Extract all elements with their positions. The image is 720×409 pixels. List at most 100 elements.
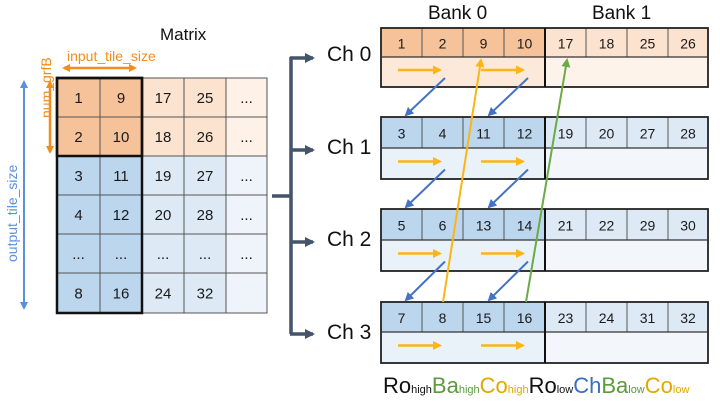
matrix-cell xyxy=(56,233,101,274)
bank-cell-value: 20 xyxy=(599,126,615,142)
channel-0-label: Ch 0 xyxy=(327,43,372,66)
bank-cell-value: 10 xyxy=(517,36,533,52)
bank-cell-value: 30 xyxy=(680,218,696,234)
matrix-cell-value: 3 xyxy=(74,168,82,185)
addr-part-bank-high: Bahigh xyxy=(431,373,480,398)
bank-cell-value: 8 xyxy=(439,310,447,326)
bank-cell xyxy=(626,116,669,149)
matrix-cell-value: 16 xyxy=(113,286,130,303)
bank-1-label: Bank 1 xyxy=(592,3,652,24)
num-grfb-label: num_grfB xyxy=(38,57,54,118)
bank-cell-value: 11 xyxy=(476,126,491,142)
bank-cell-value: 16 xyxy=(517,310,533,326)
channel-step-arrow xyxy=(404,260,446,302)
matrix-cell-value: 26 xyxy=(197,129,214,146)
matrix-cell-value: ... xyxy=(115,246,128,263)
bank-low-jump-arrow xyxy=(525,58,571,303)
matrix-cell-value: ... xyxy=(240,207,253,224)
channel-dispatch-arrows xyxy=(272,53,315,339)
bank-cell xyxy=(626,301,669,333)
bank-0-label: Bank 0 xyxy=(428,3,488,24)
channel-step-arrow xyxy=(487,168,529,209)
matrix-cell xyxy=(225,272,268,314)
bank-cell-value: 17 xyxy=(558,36,574,52)
matrix-title: Matrix xyxy=(160,25,207,44)
matrix-cell-value: 9 xyxy=(117,90,125,107)
bank-0-row-area xyxy=(381,57,545,87)
bank-1-row-area xyxy=(545,148,708,179)
bank-1-row-area xyxy=(545,332,708,363)
matrix-cell-value: ... xyxy=(240,246,253,263)
matrix-cell xyxy=(56,272,101,314)
bank-0-row-area xyxy=(381,332,545,363)
bank-cell-value: 6 xyxy=(439,218,447,234)
matrix-cell-value: 19 xyxy=(155,168,172,185)
addr-part-channel: Ch xyxy=(573,373,602,398)
bank-cell-value: 28 xyxy=(680,126,696,142)
bank-cell-value: 31 xyxy=(640,310,656,326)
matrix-cell-value: 20 xyxy=(155,207,172,224)
channel-step-arrow xyxy=(404,77,446,117)
bank-cell-value: 13 xyxy=(476,218,492,234)
bank-cell xyxy=(585,27,628,58)
bank-cell xyxy=(462,27,505,58)
matrix-cell-value: 4 xyxy=(74,207,82,224)
bank-cell xyxy=(667,301,709,333)
bank-cell xyxy=(667,27,709,58)
matrix-cell-value: 18 xyxy=(155,129,172,146)
matrix-cell-value: 12 xyxy=(113,207,130,224)
matrix-cell xyxy=(225,233,268,274)
bank-cell-value: 12 xyxy=(517,126,533,142)
bank-0-row-area xyxy=(381,240,545,271)
addr-part-col-low: Colow xyxy=(644,373,690,398)
bank-cell-value: 7 xyxy=(398,310,406,326)
matrix-cell xyxy=(99,77,143,118)
bank-cell-value: 5 xyxy=(398,218,406,234)
bank-cell-value: 9 xyxy=(480,36,488,52)
matrix-cell-value: 25 xyxy=(197,90,214,107)
bank-cell xyxy=(626,208,669,241)
bank-1-row-area xyxy=(545,240,708,271)
bank-cell-value: 2 xyxy=(439,36,447,52)
output-tile-size-label: output_tile_size xyxy=(4,164,20,262)
addr-part-col-high: Cohigh xyxy=(479,373,529,398)
matrix-cell-value: 32 xyxy=(197,286,214,303)
matrix-cell xyxy=(183,233,227,274)
matrix-cell xyxy=(141,233,185,274)
bank-cell-value: 25 xyxy=(640,36,656,52)
matrix-cell-value: 27 xyxy=(197,168,214,185)
bank-cell-value: 26 xyxy=(680,36,696,52)
bank-cell-value: 21 xyxy=(558,218,574,234)
bank-cell-value: 18 xyxy=(599,36,615,52)
matrix-cell-value: 10 xyxy=(113,129,130,146)
channel-2-label: Ch 2 xyxy=(327,228,372,251)
addr-part-row-low: Rolow xyxy=(528,373,574,398)
matrix-cell-value: 2 xyxy=(74,129,82,146)
matrix-cell xyxy=(225,194,268,235)
matrix-cell-value: 24 xyxy=(155,286,172,303)
input-tile-size-label: input_tile_size xyxy=(67,48,156,64)
matrix-cell-value: 11 xyxy=(113,168,129,185)
channel-step-arrow xyxy=(404,168,446,209)
address-mapping-formula: RohighBahighCohighRolowChBalowColow xyxy=(383,373,689,399)
matrix-cell-value: 28 xyxy=(197,207,214,224)
matrix-cell xyxy=(99,272,143,314)
bank-cell-value: 3 xyxy=(398,126,406,142)
matrix-cell xyxy=(141,194,185,235)
bank-cell-value: 23 xyxy=(558,310,574,326)
bank-cell-value: 19 xyxy=(558,126,574,142)
matrix-cell-value: ... xyxy=(240,168,253,185)
channel-1-label: Ch 1 xyxy=(327,136,372,159)
matrix-cell xyxy=(183,194,227,235)
bank-cell-value: 29 xyxy=(640,218,656,234)
matrix-cell xyxy=(225,116,268,157)
channel-step-arrow xyxy=(487,77,529,117)
matrix-cell-value: 1 xyxy=(74,90,82,107)
bank-cell-value: 22 xyxy=(599,218,615,234)
channel-3-label: Ch 3 xyxy=(327,321,372,344)
